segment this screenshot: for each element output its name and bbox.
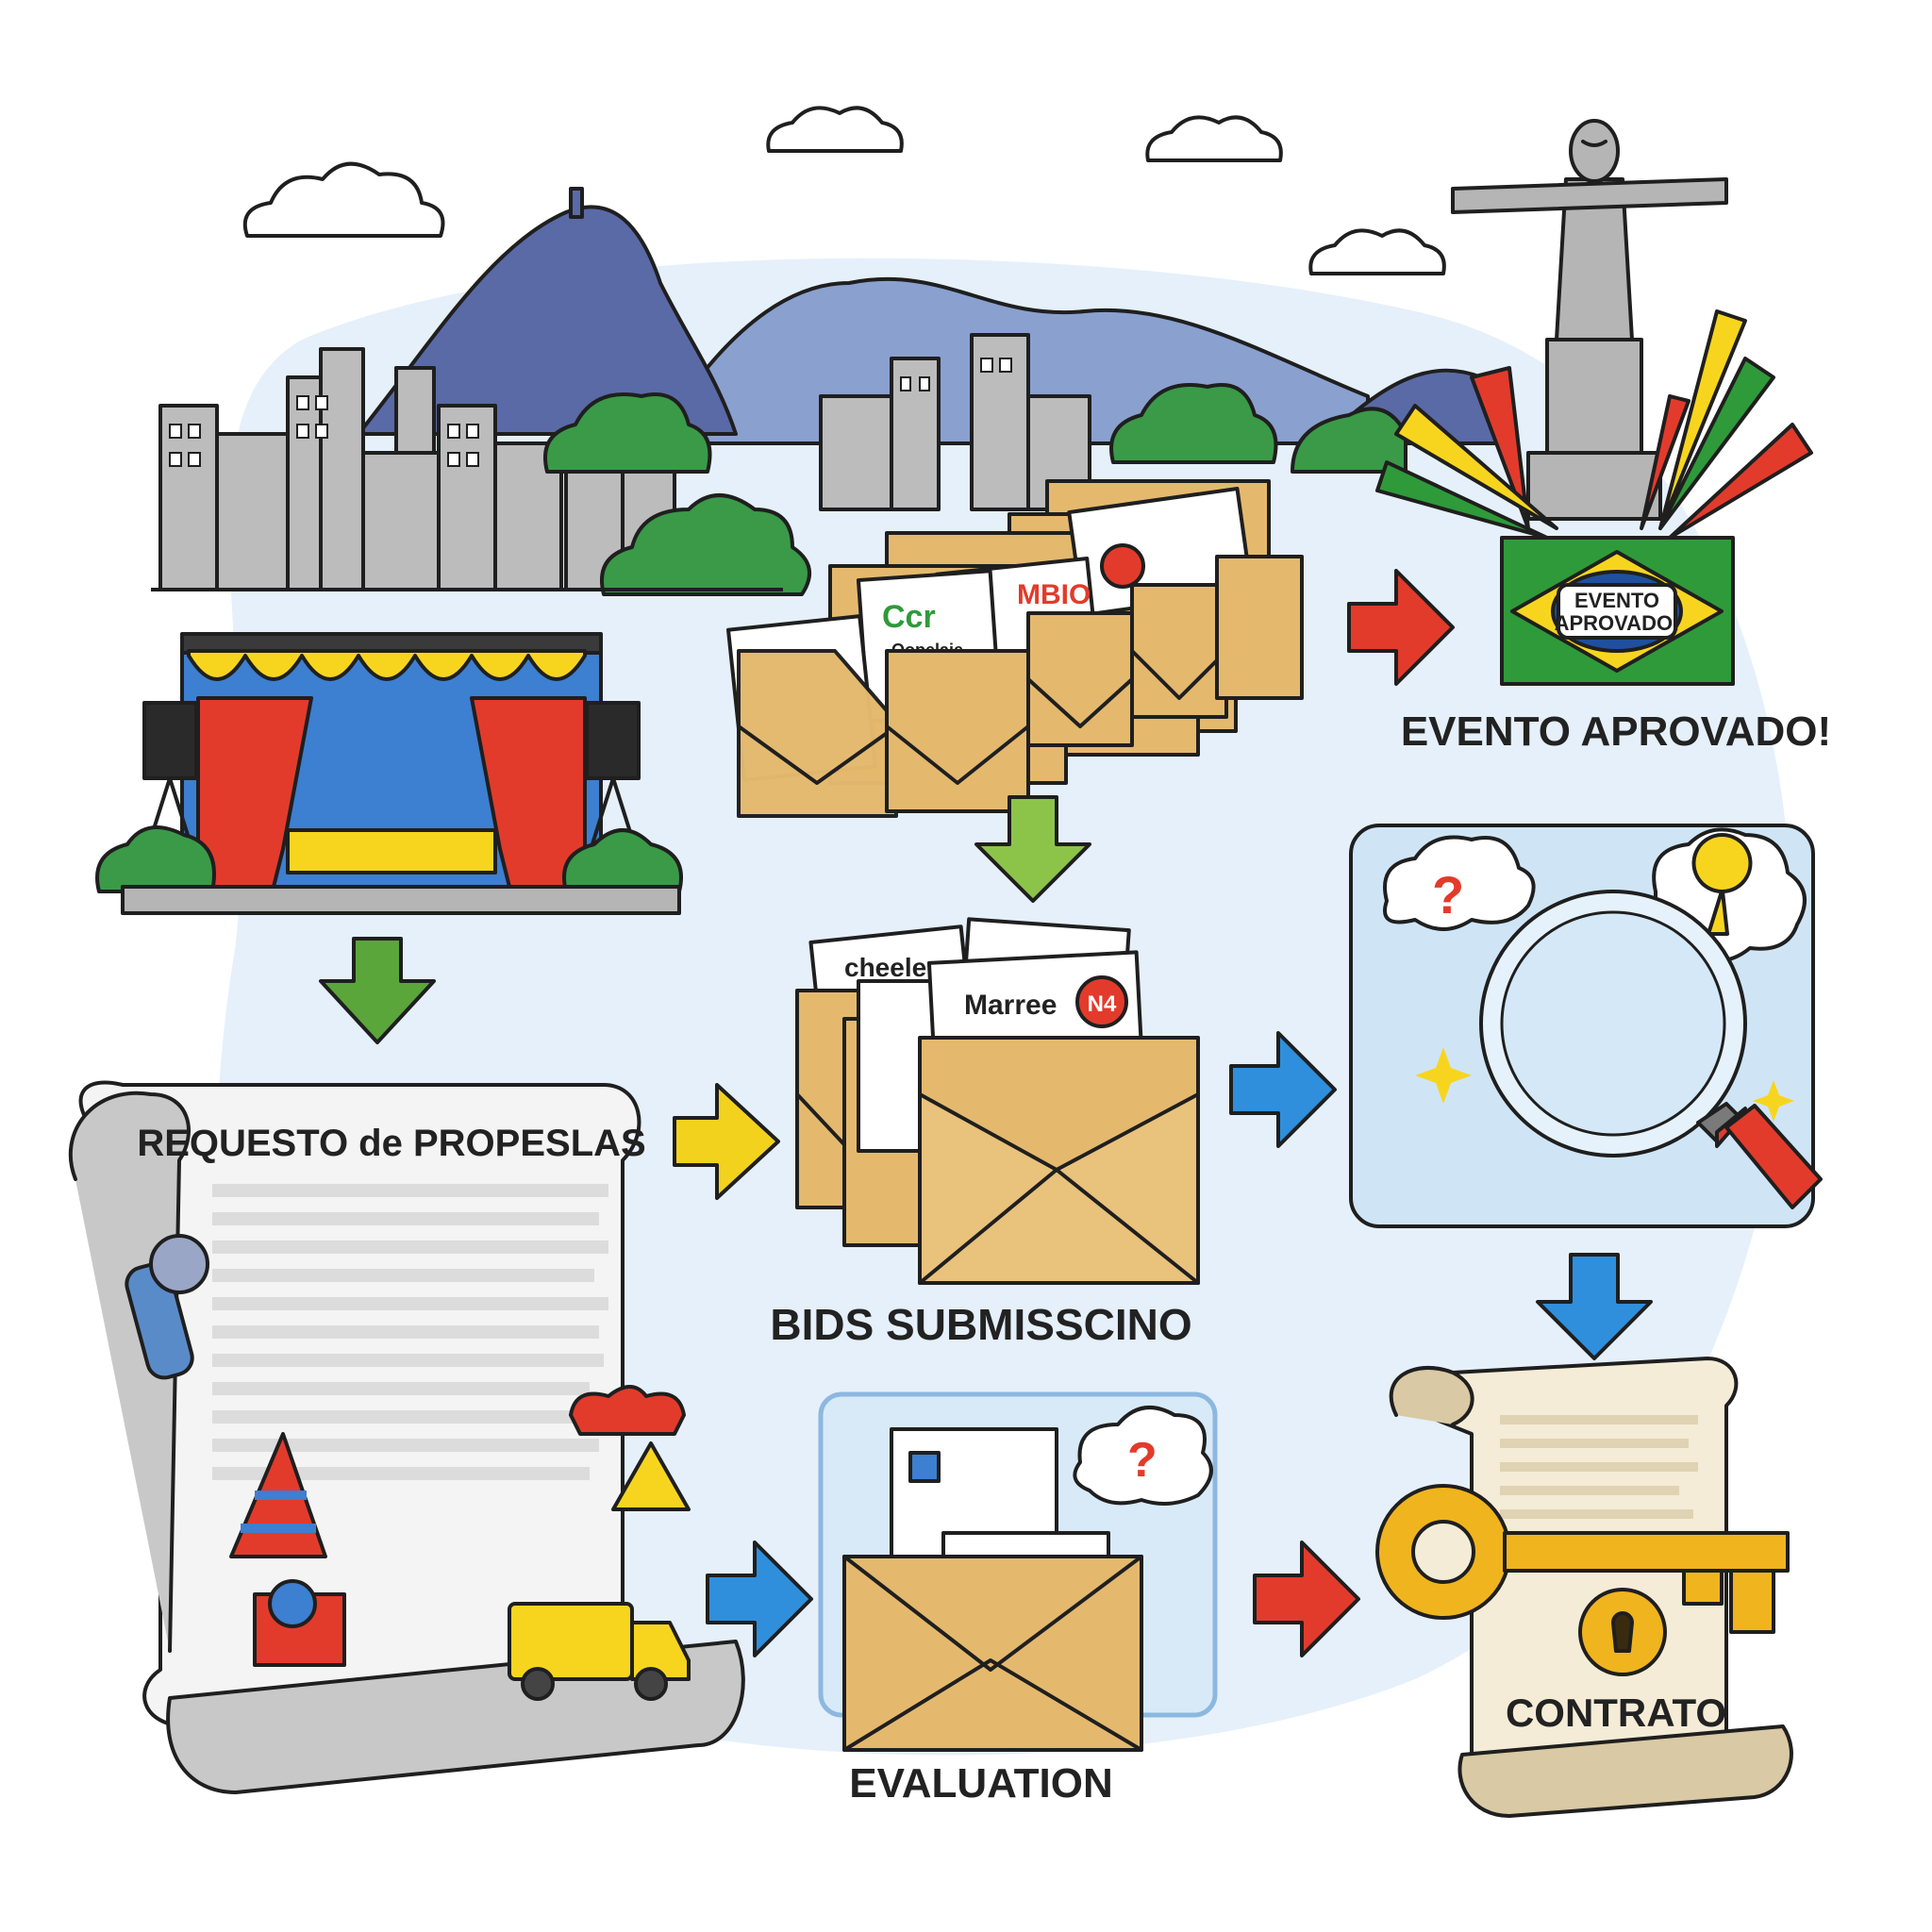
christ-the-redeemer-statue: [1451, 119, 1728, 521]
arrow-right-red-2: [1347, 569, 1455, 686]
arrow-down-green-1: [319, 937, 436, 1044]
logo-marree: Marree: [964, 990, 1057, 1021]
arrow-right-yellow: [673, 1083, 780, 1200]
evaluation-panel: ?: [818, 1391, 1218, 1752]
question-mark-icon: ?: [1432, 865, 1464, 924]
sparkle-icon: [1415, 1047, 1472, 1104]
cloud-icon: [242, 106, 1446, 275]
building-windows: [169, 358, 1012, 467]
approved-box-line-1: EVENTO: [1574, 589, 1659, 612]
logo-cheele: cheele: [844, 953, 926, 982]
sparkle-icon: [1753, 1080, 1794, 1122]
stage-icon: [95, 632, 683, 915]
request-title: REQUESTO de PROPESLAS: [137, 1123, 645, 1164]
approved-confetti: [1375, 309, 1813, 540]
arrow-right-blue-1: [1229, 1031, 1337, 1148]
contract-label: CONTRATO: [1506, 1690, 1726, 1735]
evaluation-label: EVALUATION: [849, 1760, 1112, 1807]
review-panel: ?: [1349, 824, 1823, 1228]
arrow-right-blue-2: [706, 1541, 813, 1657]
request-text-lines: [212, 1184, 608, 1480]
arrow-right-red-1: [1253, 1541, 1360, 1657]
arrow-down-blue: [1536, 1253, 1653, 1360]
logo-mbio: MBIO: [1017, 579, 1091, 610]
bids-label: BIDS SUBMISSCINO: [770, 1300, 1191, 1349]
proposal-envelopes-top: MBIO Ccr Oopelaie: [726, 479, 1304, 818]
contract-scroll: CONTRATO: [1375, 1357, 1793, 1818]
contract-text-lines: [1500, 1415, 1698, 1519]
approved-label: EVENTO APROVADO!: [1401, 708, 1831, 755]
logo-ccr: Ccr: [882, 599, 936, 635]
logo-n4: N4: [1088, 991, 1117, 1017]
approved-flag-box: EVENTO APROVADO!: [1500, 536, 1735, 686]
request-scroll: REQUESTO de PROPESLAS: [68, 1080, 745, 1794]
arrow-down-green-2: [974, 795, 1091, 903]
trees: [543, 383, 1407, 596]
bid-envelopes: cheele Marree N4: [795, 917, 1200, 1285]
question-mark-icon: ?: [1127, 1433, 1158, 1488]
flow-arrows: [319, 569, 1653, 1657]
approved-box-line-2: APROVADO!: [1555, 611, 1680, 635]
